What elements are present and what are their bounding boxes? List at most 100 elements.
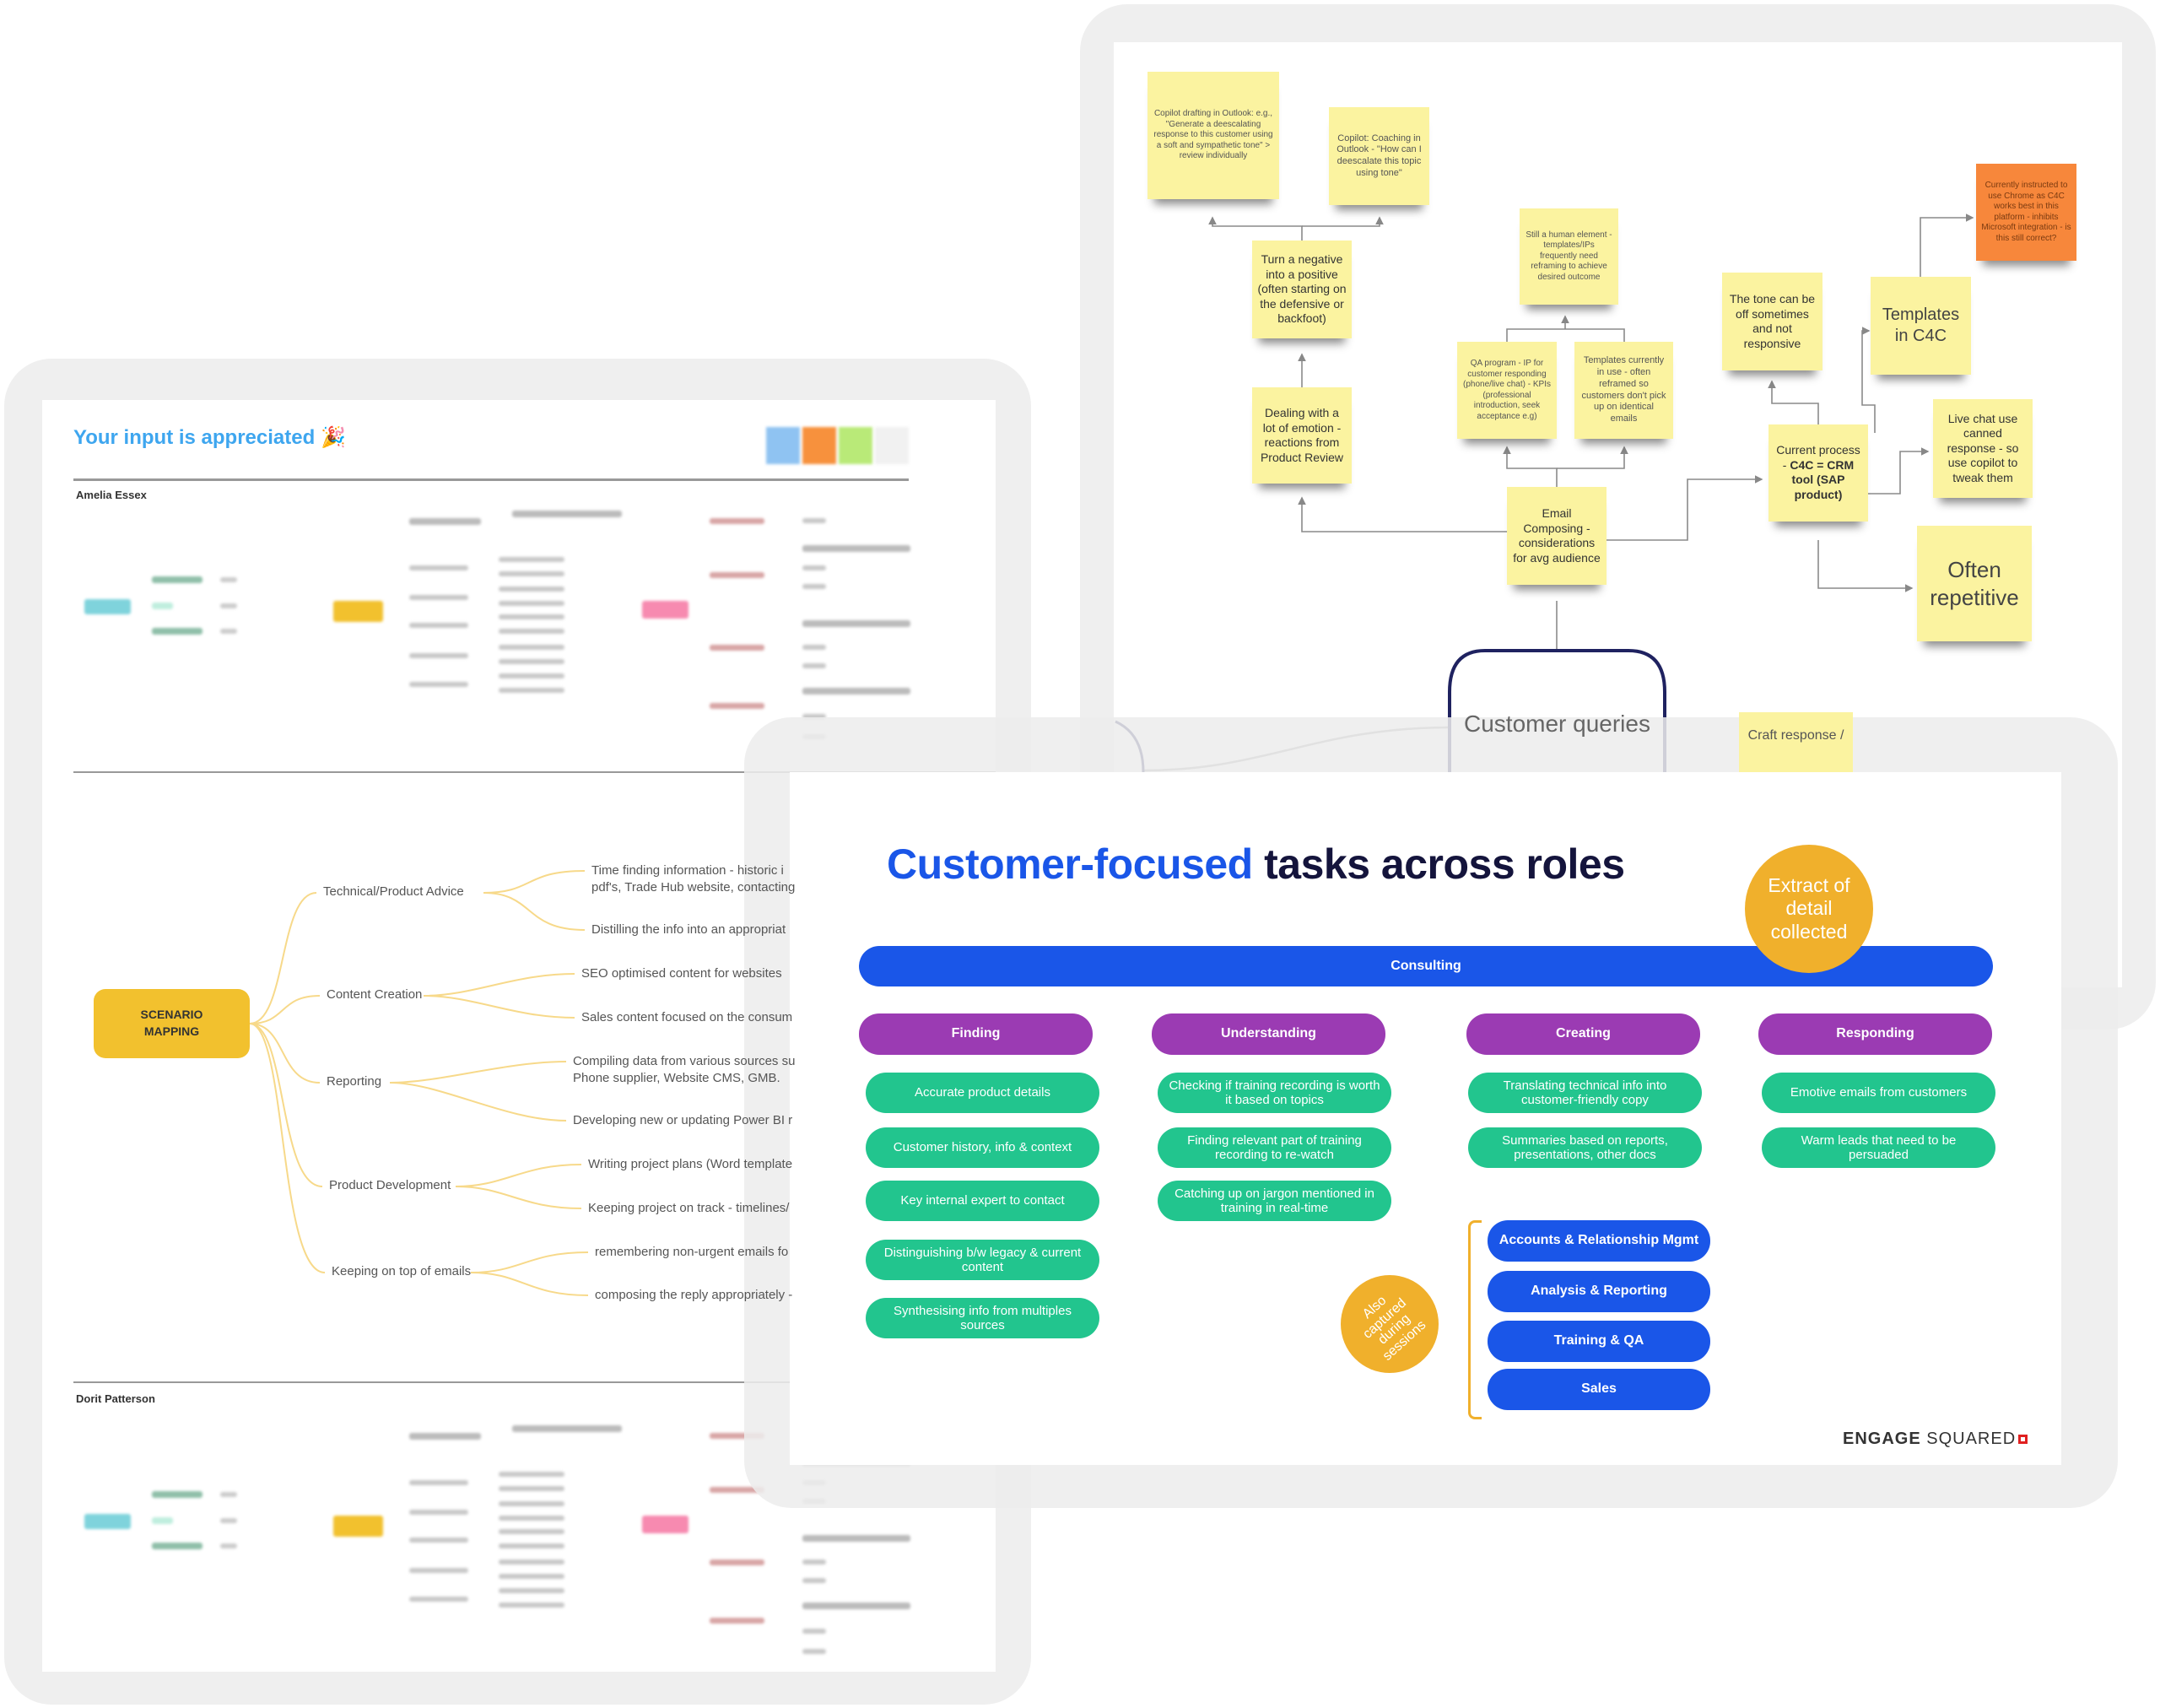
branch-label[interactable]: Content Creation [327,987,423,1002]
sticky-note[interactable]: Craft response / [1739,712,1853,772]
sticky-note[interactable]: Often repetitive [1917,526,2032,641]
sticky-note[interactable]: QA program - IP for customer responding … [1457,342,1557,439]
divider [73,1381,996,1383]
role-pill[interactable]: Accounts & Relationship Mgmt [1488,1220,1710,1262]
blurred-text [220,1543,237,1549]
branch-label[interactable]: Keeping on top of emails [332,1264,472,1278]
blurred-text [802,688,910,695]
extract-badge: Extract of detail collected [1745,845,1873,973]
task-pill: Accurate product details [866,1073,1099,1113]
sticky-note[interactable]: The tone can be off sometimes and not re… [1722,273,1822,370]
leaf-label: composing the reply appropriately - [595,1288,793,1302]
task-pill: Customer history, info & context [866,1127,1099,1168]
sticky-note[interactable]: Live chat use canned response - so use c… [1933,399,2033,498]
blurred-text [499,645,564,650]
sticky-note[interactable]: Templates in C4C [1871,277,1971,375]
customer-queries-label[interactable]: Customer queries [1464,711,1650,737]
branch-label[interactable]: Product Development [329,1178,451,1192]
blurred-text [499,601,564,606]
blurred-node [84,1514,131,1529]
leaf-connector [483,870,586,894]
blurred-text [409,595,468,600]
sticky-note[interactable]: Copilot drafting in Outlook: e.g., "Gene… [1148,72,1279,199]
slide-title: Customer-focused tasks across roles [887,840,1625,889]
blurred-text [499,1472,564,1477]
sticky-note[interactable]: Still a human element - templates/IPs fr… [1520,208,1618,305]
title-rest: tasks across roles [1252,840,1625,888]
branch-label[interactable]: Technical/Product Advice [323,884,464,899]
sticky-note[interactable]: Templates currently in use - often refra… [1574,342,1673,439]
sticky-note[interactable]: Copilot: Coaching in Outlook - "How can … [1329,107,1429,205]
blurred-text [499,629,564,634]
blurred-node [152,603,173,609]
blurred-text [409,1433,481,1440]
leaf-label: Keeping project on track - timelines/ [588,1201,790,1215]
leaf-connector [483,892,586,931]
blurred-node [152,1543,202,1549]
branch-label[interactable]: Reporting [327,1074,382,1089]
blurred-text [802,545,910,552]
blurred-text [802,1603,910,1609]
also-captured-badge: Also captured during sessions [1341,1275,1439,1373]
blurred-text [710,518,764,524]
task-pill: Catching up on jargon mentioned in train… [1158,1181,1391,1221]
branch-connector [249,995,321,1024]
task-pill: Warm leads that need to be persuaded [1762,1127,1995,1168]
divider [73,771,996,773]
sticky-note[interactable]: Email Composing - considerations for avg… [1507,487,1606,585]
logo-text: SQUARED [1926,1430,2017,1448]
scenario-mapping-node[interactable]: SCENARIO MAPPING [94,989,250,1058]
blurred-text [409,1597,468,1602]
branch-connector [249,1023,321,1084]
blurred-text [409,1538,468,1543]
role-pill[interactable]: Sales [1488,1369,1710,1410]
leaf-label: Compiling data from various sources su P… [573,1054,796,1085]
roles-bracket [1468,1220,1482,1419]
legend-sticky-white [875,427,909,464]
participant-name: Dorit Patterson [76,1392,155,1405]
blurred-text [802,584,826,589]
blurred-text [512,511,622,517]
blurred-text [409,1480,468,1485]
blurred-node [642,1516,688,1533]
sticky-text: Current process - [1776,443,1860,472]
also-captured-text: Also captured during sessions [1359,1293,1429,1364]
blurred-text [499,1574,564,1579]
blurred-text [499,1486,564,1491]
sticky-note[interactable]: Current process - C4C = CRM tool (SAP pr… [1768,424,1868,522]
engage-squared-logo: ENGAGE SQUARED [1843,1430,2028,1449]
leaf-connector [389,1082,567,1122]
blurred-text [802,1559,826,1565]
legend-sticky-orange [802,427,836,464]
blurred-text [499,659,564,664]
blurred-text [802,645,826,650]
column-header-creating: Creating [1466,1013,1700,1055]
sticky-note-orange[interactable]: Currently instructed to use Chrome as C4… [1976,164,2076,261]
board-title: Your input is appreciated 🎉 [73,425,346,450]
title-highlight: Customer-focused [887,840,1253,888]
blurred-text [710,572,764,578]
column-header-understanding: Understanding [1152,1013,1385,1055]
sticky-note[interactable]: Dealing with a lot of emotion - reaction… [1252,387,1352,484]
role-pill[interactable]: Analysis & Reporting [1488,1271,1710,1312]
blurred-text [409,682,468,687]
task-pill: Translating technical info into customer… [1468,1073,1702,1113]
blurred-text [802,1649,826,1654]
task-pill: Emotive emails from customers [1762,1073,1995,1113]
leaf-connector [423,995,575,1019]
legend-sticky-green [839,427,872,464]
blurred-text [499,557,564,562]
blurred-text [512,1425,622,1432]
blurred-text [499,1588,564,1593]
blurred-text [499,1529,564,1534]
role-pill[interactable]: Training & QA [1488,1321,1710,1362]
blurred-text [499,571,564,576]
blurred-text [220,629,237,634]
logo-square-icon [2018,1435,2028,1444]
blurred-text [802,620,910,627]
blurred-node [152,1517,173,1524]
blurred-text [499,1559,564,1565]
blurred-text [499,586,564,592]
sticky-note[interactable]: Turn a negative into a positive (often s… [1252,241,1352,338]
blurred-text [409,653,468,658]
